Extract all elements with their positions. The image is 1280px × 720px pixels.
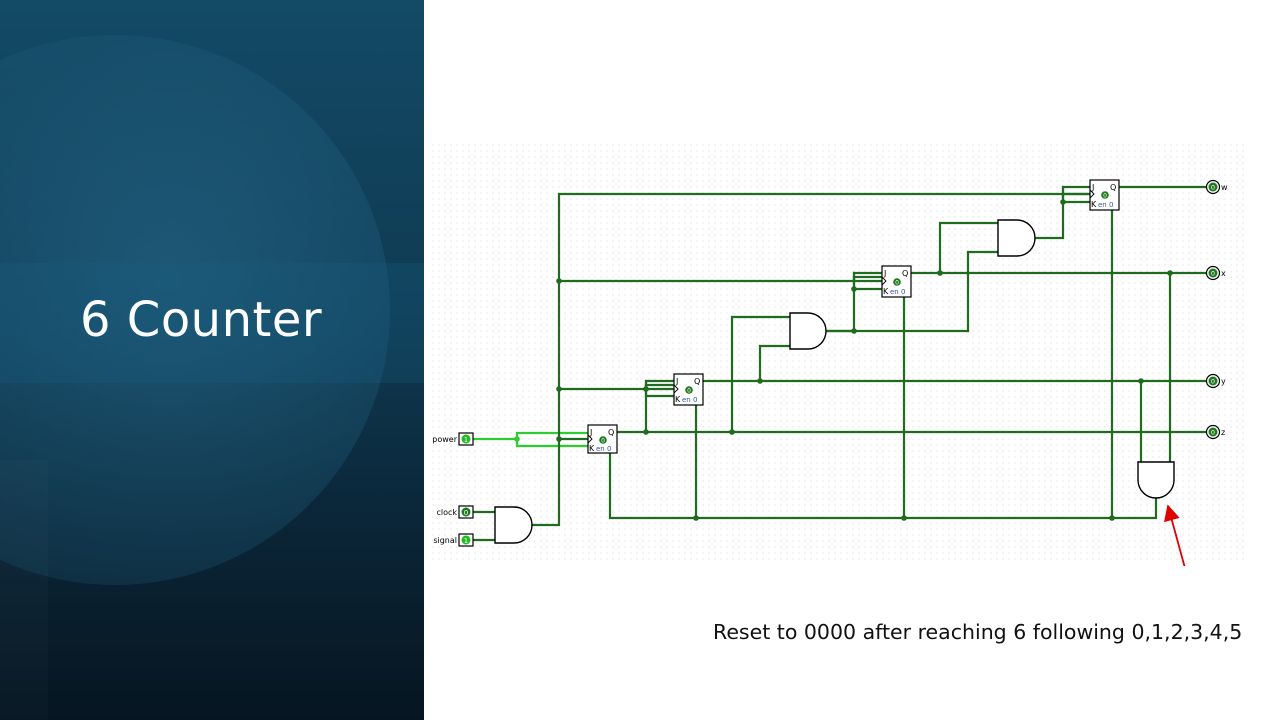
svg-text:K: K <box>883 287 889 296</box>
svg-text:Q: Q <box>902 269 908 278</box>
output-y: 0 y <box>1205 373 1226 389</box>
annotation-arrow <box>1164 504 1186 566</box>
decorative-stripe <box>0 460 48 720</box>
output-x: 0 x <box>1205 265 1226 281</box>
svg-text:0: 0 <box>687 388 691 395</box>
annotation-caption: Reset to 0000 after reaching 6 following… <box>713 620 1243 644</box>
output-w-label: w <box>1221 183 1228 192</box>
output-x-label: x <box>1221 269 1226 278</box>
canvas-grid <box>428 141 1248 561</box>
input-power-value: 1 <box>464 436 468 444</box>
svg-text:0: 0 <box>693 396 697 404</box>
input-clock[interactable]: clock 0 <box>436 505 474 519</box>
svg-text:0: 0 <box>1211 270 1215 278</box>
output-z: 0 z <box>1205 424 1225 440</box>
svg-text:0: 0 <box>1211 429 1215 437</box>
jk-flipflop-z[interactable]: J Q K en 0 0 <box>587 424 618 454</box>
svg-text:en: en <box>890 288 899 296</box>
output-pins: 0 w 0 x 0 y 0 z <box>1205 179 1228 440</box>
svg-text:0: 0 <box>901 288 905 296</box>
svg-text:en: en <box>1098 201 1107 209</box>
svg-text:J: J <box>675 377 678 386</box>
svg-text:Q: Q <box>1110 183 1116 192</box>
svg-text:en: en <box>682 396 691 404</box>
input-power-label: power <box>432 435 457 444</box>
svg-text:0: 0 <box>601 438 605 445</box>
output-z-label: z <box>1221 428 1225 437</box>
title-panel: 6 Counter <box>0 0 424 720</box>
svg-text:Q: Q <box>694 377 700 386</box>
svg-text:0: 0 <box>895 280 899 287</box>
svg-text:0: 0 <box>607 445 611 453</box>
wire-junctions <box>514 199 1173 521</box>
and-gate-clock <box>494 506 533 544</box>
svg-text:J: J <box>589 428 592 437</box>
and-gate-1 <box>789 312 827 350</box>
output-y-label: y <box>1221 377 1226 386</box>
circuit-diagram: power 1 clock 0 signal 1 J Q K en 0 0 <box>428 141 1248 566</box>
svg-text:K: K <box>589 444 595 453</box>
svg-text:Q: Q <box>608 428 614 437</box>
svg-text:en: en <box>596 445 605 453</box>
output-w: 0 w <box>1205 179 1228 195</box>
and-gate-reset <box>1137 461 1175 499</box>
and-gate-2 <box>997 219 1036 257</box>
svg-text:J: J <box>1091 183 1094 192</box>
input-pins: power 1 clock 0 signal 1 <box>432 432 474 547</box>
jk-flipflop-x[interactable]: J Q K en 0 0 <box>881 265 912 298</box>
jk-flipflop-y[interactable]: J Q K en 0 0 <box>673 373 704 406</box>
jk-flipflop-w[interactable]: J Q K en 0 0 <box>1089 179 1120 211</box>
svg-text:0: 0 <box>1103 193 1107 200</box>
slide-title: 6 Counter <box>80 292 323 348</box>
svg-text:0: 0 <box>1211 184 1215 192</box>
input-clock-value: 0 <box>464 509 468 517</box>
input-signal-label: signal <box>433 536 457 545</box>
svg-text:K: K <box>1091 200 1097 209</box>
svg-text:J: J <box>883 269 886 278</box>
input-power[interactable]: power 1 <box>432 432 474 446</box>
input-signal-value: 1 <box>464 537 468 545</box>
and-gates <box>494 219 1175 544</box>
input-clock-label: clock <box>436 508 457 517</box>
svg-text:0: 0 <box>1109 201 1113 209</box>
flipflops: J Q K en 0 0 J Q K en 0 0 J Q K en 0 <box>587 179 1120 454</box>
decorative-band <box>0 263 424 383</box>
input-signal[interactable]: signal 1 <box>433 533 474 547</box>
svg-text:K: K <box>675 395 681 404</box>
svg-text:0: 0 <box>1211 378 1215 386</box>
